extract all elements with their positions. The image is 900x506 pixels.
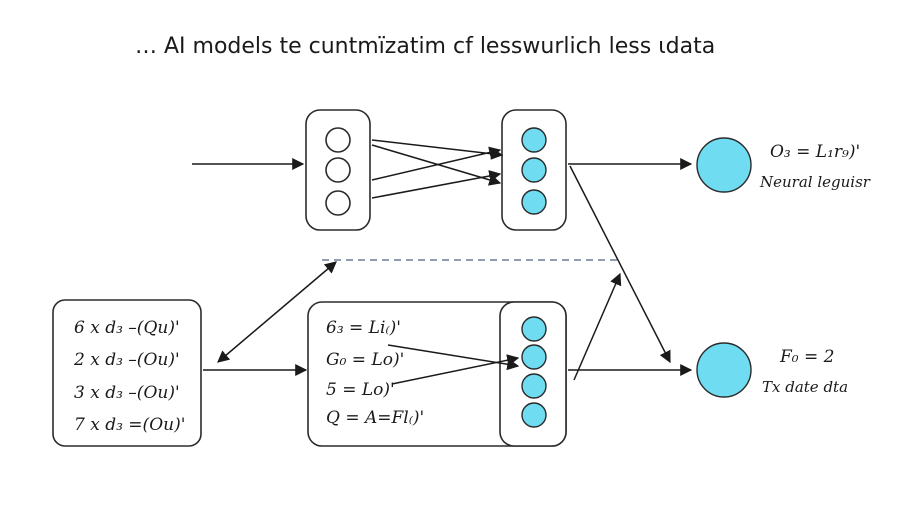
top-output-node <box>696 137 752 193</box>
middle-box-line-1: 6₃ = Li₍)' <box>326 318 401 338</box>
connection-2 <box>371 144 502 186</box>
hidden-node-3 <box>521 189 547 215</box>
bottom-output-formula: F₀ = 2 <box>779 347 834 367</box>
middle-box-line-3: 5 = Lo)' <box>326 380 395 400</box>
middle-connection-2 <box>391 354 520 385</box>
arrow-up-to-dashed <box>573 272 622 381</box>
top-output-formula: O₃ = L₁r₉)' <box>770 142 860 162</box>
left-box-line-2: 2 x d₃ –(Ou)' <box>73 350 180 370</box>
middle-node-2 <box>521 344 547 370</box>
diagonal-arrow-down <box>569 165 671 364</box>
middle-node-1 <box>521 316 547 342</box>
middle-box-line-4: Q = A=Fl₍)' <box>326 408 424 428</box>
connection-4 <box>371 170 502 199</box>
left-box-line-3: 3 x d₃ –(Ou)' <box>74 383 180 403</box>
input-node-3 <box>325 190 351 216</box>
middle-node-4 <box>521 402 547 428</box>
top-output-label: Neural leguisr <box>759 173 871 191</box>
left-box-line-4: 7 x d₃ =(Ou)' <box>74 415 185 435</box>
input-node-2 <box>325 157 351 183</box>
input-node-1 <box>325 127 351 153</box>
hidden-node-1 <box>521 127 547 153</box>
middle-box-line-2: G₀ = Lo)' <box>326 350 404 370</box>
middle-node-3 <box>521 373 547 399</box>
left-box-line-1: 6 x d₃ –(Qu)' <box>74 318 180 338</box>
bottom-output-label: Tx date dta <box>762 378 848 396</box>
bottom-output-node <box>696 342 752 398</box>
diagram-title: … AI models te cuntmïzatim cf lesswurlic… <box>135 34 715 59</box>
left-data-box <box>52 299 202 447</box>
connection-1 <box>371 139 504 160</box>
connection-3 <box>371 146 502 181</box>
hidden-node-2 <box>521 157 547 183</box>
bidirectional-arrow <box>217 261 337 363</box>
